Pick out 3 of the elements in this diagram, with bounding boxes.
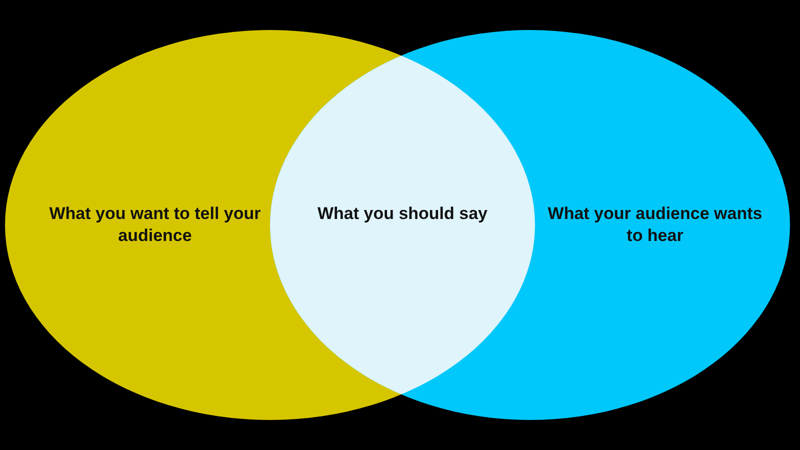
- region-label: What your audience wants to hear: [546, 203, 764, 247]
- region-label: What you want to tell your audience: [48, 203, 262, 247]
- region-label: What you should say: [316, 203, 489, 225]
